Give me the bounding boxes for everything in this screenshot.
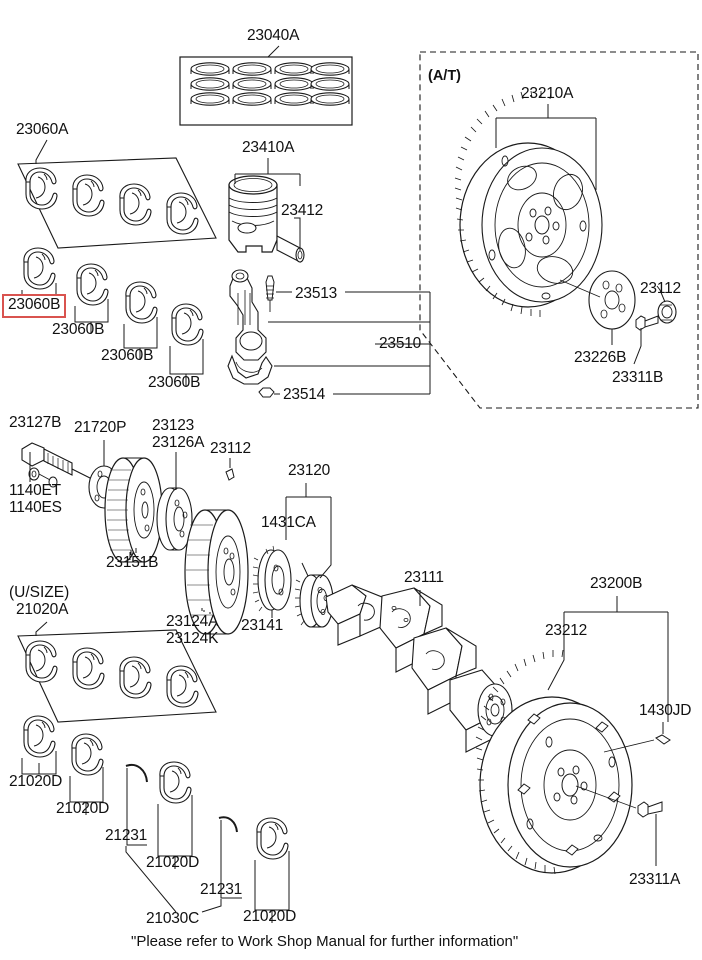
flywheel-group — [475, 596, 671, 875]
part-label-1431CA[interactable]: 1431CA — [261, 514, 316, 531]
part-label-1430JD[interactable]: 1430JD — [639, 702, 692, 719]
part-label-23510[interactable]: 23510 — [379, 335, 422, 352]
part-label-23151B[interactable]: 23151B — [106, 554, 159, 571]
part-label-23123-line1: 23123 — [152, 417, 195, 434]
part-label-23210A[interactable]: 23210A — [521, 85, 574, 102]
part-label-23060A[interactable]: 23060A — [16, 121, 69, 138]
part-label-23513[interactable]: 23513 — [295, 285, 338, 302]
part-label-23060B-2[interactable]: 23060B — [52, 321, 105, 338]
undersize-bearing-set-group — [17, 621, 290, 923]
part-label-23126A-line2: 23126A — [152, 434, 205, 452]
crankshaft-group — [325, 584, 513, 753]
part-label-21720P[interactable]: 21720P — [74, 419, 127, 436]
part-label-23124[interactable]: 23124A 23124K — [166, 613, 218, 648]
part-label-1140ET[interactable]: 1140ET — [9, 482, 61, 499]
part-label-21020A[interactable]: 21020A — [16, 601, 69, 618]
at-section-panel — [419, 51, 699, 409]
part-label-23060B-4[interactable]: 23060B — [148, 374, 201, 391]
part-label-23226B[interactable]: 23226B — [574, 349, 627, 366]
piston-ring-set-group — [179, 45, 353, 126]
part-label-23112-key[interactable]: 23112 — [210, 440, 251, 457]
part-label-23111[interactable]: 23111 — [404, 569, 444, 586]
part-label-23141[interactable]: 23141 — [241, 617, 284, 634]
workshop-manual-note: "Please refer to Work Shop Manual for fu… — [131, 933, 519, 950]
crank-sprocket-group — [285, 483, 334, 628]
part-label-23514[interactable]: 23514 — [283, 386, 326, 403]
part-label-23124A-line1: 23124A — [166, 613, 219, 630]
usize-section-tag: (U/SIZE) — [9, 584, 70, 601]
part-label-21030C[interactable]: 21030C — [146, 910, 200, 927]
part-label-23200B[interactable]: 23200B — [590, 575, 643, 592]
part-label-23040A[interactable]: 23040A — [247, 27, 300, 44]
part-label-21231-2[interactable]: 21231 — [200, 881, 243, 898]
damper-pulley-group — [184, 509, 249, 635]
part-label-21020D-1[interactable]: 21020D — [9, 773, 63, 790]
part-label-23112-at[interactable]: 23112 — [640, 280, 681, 297]
crank-spacer-group — [156, 452, 193, 551]
part-label-23410A[interactable]: 23410A — [242, 139, 295, 156]
piston-group — [228, 158, 305, 263]
part-label-21231-1[interactable]: 21231 — [105, 827, 148, 844]
at-section-tag: (A/T) — [428, 68, 462, 84]
part-label-21020D-2[interactable]: 21020D — [56, 800, 110, 817]
part-label-23412[interactable]: 23412 — [281, 202, 324, 219]
connecting-rod-group — [227, 269, 431, 398]
part-label-23060B-highlighted[interactable]: 23060B — [2, 294, 67, 318]
at-small-parts-group — [559, 270, 677, 365]
part-label-21020D-3[interactable]: 21020D — [146, 854, 200, 871]
part-label-23127B[interactable]: 23127B — [9, 414, 62, 431]
part-label-23120[interactable]: 23120 — [288, 462, 331, 479]
crank-key-group — [225, 458, 235, 481]
part-label-23311A[interactable]: 23311A — [629, 871, 681, 888]
part-label-1140ES[interactable]: 1140ES — [9, 499, 62, 516]
drive-plate-group — [454, 90, 603, 317]
part-label-23212[interactable]: 23212 — [545, 622, 588, 639]
oil-pump-sprocket-group — [252, 545, 292, 618]
crank-pulley-group — [104, 457, 163, 563]
part-label-23311B[interactable]: 23311B — [612, 369, 664, 386]
part-label-23060B-3[interactable]: 23060B — [101, 347, 154, 364]
part-label-23123[interactable]: 23123 23126A — [152, 417, 204, 452]
part-label-21020D-4[interactable]: 21020D — [243, 908, 297, 925]
part-label-23124K-line2: 23124K — [166, 630, 219, 648]
main-bearing-set-group — [17, 139, 217, 387]
